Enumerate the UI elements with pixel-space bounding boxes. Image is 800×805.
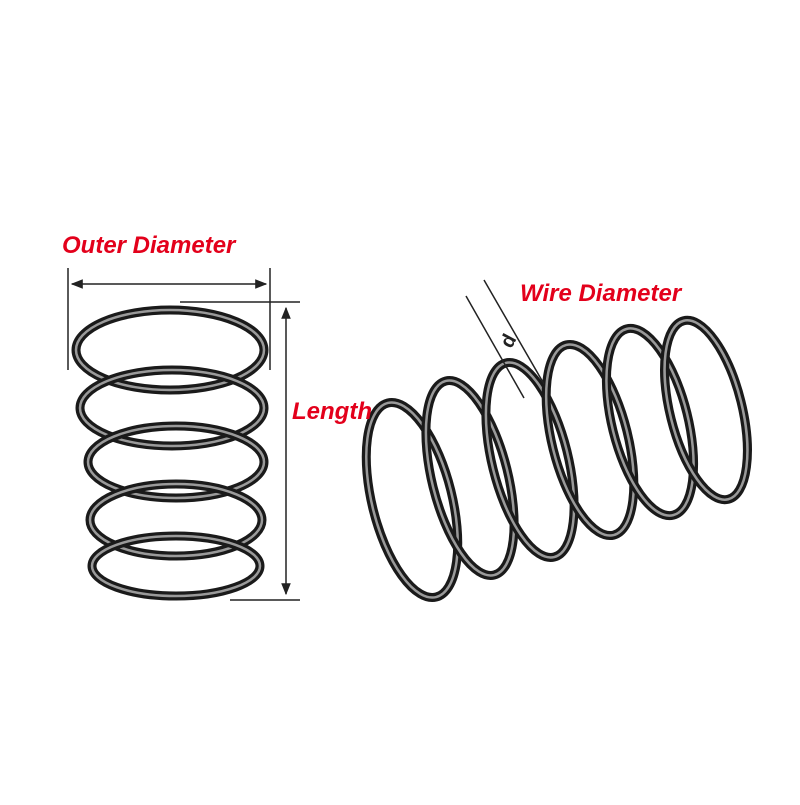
wire-diameter-label: Wire Diameter [520,280,682,307]
long-spring [361,315,752,603]
short-spring-coil [75,365,269,451]
wire-diameter-dimension [465,279,545,399]
short-spring-coil [83,421,269,503]
long-spring-coil [481,358,579,562]
length-label: Length [292,398,372,425]
short-spring [71,305,269,601]
long-spring-coil [660,315,752,505]
long-spring-coil [361,397,463,603]
outer-diameter-label: Outer Diameter [62,232,236,259]
long-spring-coil [601,323,699,521]
short-spring-coil [87,531,265,601]
long-spring-coil [541,339,639,541]
outer-diameter-dimension [67,268,271,370]
length-dimension [180,301,300,601]
short-spring-coil [85,479,267,561]
wire-diameter-extension-right [483,279,545,385]
wire-diameter-symbol: d [496,331,521,352]
wire-diameter-extension-left [465,295,525,399]
long-spring-coil [421,376,519,580]
short-spring-coil [71,305,269,395]
